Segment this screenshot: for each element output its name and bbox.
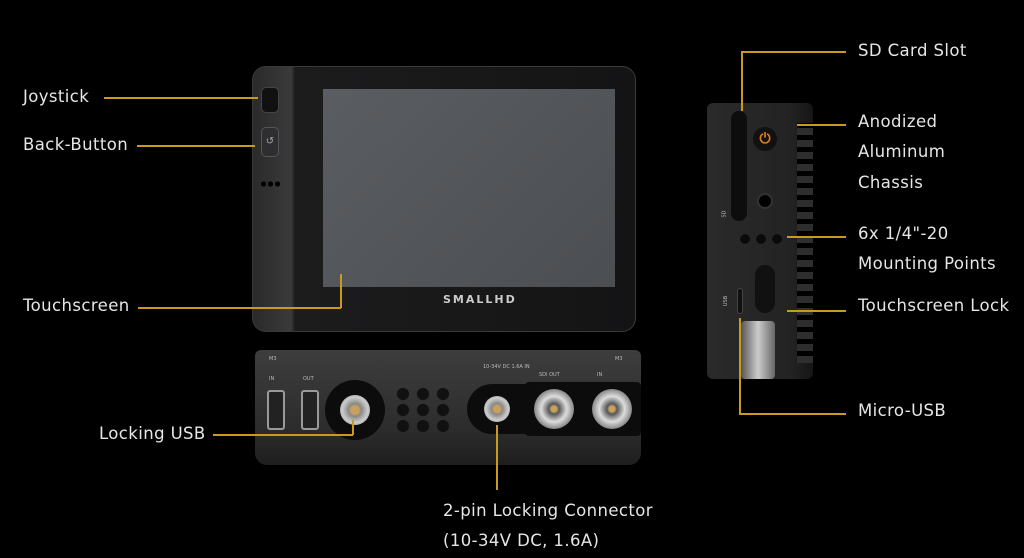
sdi-connector-side	[741, 321, 775, 379]
back-button[interactable]: ↺	[261, 127, 279, 157]
label-two-pin-spec: (10-34V DC, 1.6A)	[443, 531, 600, 550]
label-chassis-1: Anodized	[858, 112, 938, 131]
callout-line-joystick	[104, 97, 258, 99]
touchscreen-display[interactable]	[323, 89, 615, 287]
hdmi-out-label: OUT	[303, 376, 314, 382]
joystick[interactable]	[261, 87, 279, 113]
headphone-jack[interactable]	[757, 193, 773, 209]
micro-usb-port[interactable]	[737, 288, 743, 314]
label-micro-usb: Micro-USB	[858, 401, 947, 420]
m3-right-label: M3	[615, 356, 623, 362]
touchscreen-lock-switch[interactable]	[755, 265, 775, 313]
callout-line-sd-v	[741, 51, 743, 111]
label-mounting-2: Mounting Points	[858, 254, 997, 273]
callout-line-touchscreen-lock	[787, 310, 846, 312]
label-touchscreen: Touchscreen	[23, 296, 130, 315]
callout-line-micro-usb-v	[739, 318, 741, 415]
label-touchscreen-lock: Touchscreen Lock	[858, 296, 1010, 315]
power-button[interactable]: ⏻	[753, 127, 777, 151]
usb-label: USB	[723, 295, 730, 307]
sdi-connectors[interactable]	[525, 382, 641, 436]
callout-line-mounting	[787, 236, 846, 238]
monitor-side-view: SD ⏻ USB	[707, 103, 813, 379]
cooling-fins	[797, 123, 813, 363]
label-two-pin-connector: 2-pin Locking Connector	[443, 501, 653, 520]
label-mounting-1: 6x 1/4"-20	[858, 224, 949, 243]
label-back-button: Back-Button	[23, 135, 129, 154]
label-joystick: Joystick	[23, 87, 90, 106]
label-locking-usb: Locking USB	[99, 424, 206, 443]
label-chassis-3: Chassis	[858, 173, 924, 192]
callout-line-locking-usb-v	[352, 420, 354, 435]
callout-line-touchscreen	[138, 307, 341, 309]
locking-usb-port[interactable]	[325, 380, 385, 440]
speaker-holes	[260, 179, 280, 189]
label-chassis-2: Aluminum	[858, 142, 946, 161]
sdi-in-label: IN	[597, 372, 603, 378]
monitor-bottom-view: M3 M3 IN OUT 10-34V DC 1.6A IN SDI OUT I…	[255, 350, 641, 465]
power-label: 10-34V DC 1.6A IN	[483, 364, 530, 370]
hdmi-out-port[interactable]	[301, 390, 319, 430]
smallhd-logo: SMALLHD	[443, 293, 517, 306]
monitor-front-view: SMALLHD ↺	[252, 66, 636, 332]
callout-line-sd	[741, 51, 846, 53]
hdmi-in-port[interactable]	[267, 390, 285, 430]
callout-line-touchscreen-v	[340, 274, 342, 308]
control-buttons[interactable]	[393, 386, 451, 434]
m3-left-label: M3	[269, 356, 277, 362]
label-sd-card-slot: SD Card Slot	[858, 41, 967, 60]
mounting-points	[737, 231, 787, 247]
sdi-out-label: SDI OUT	[539, 372, 560, 378]
callout-line-micro-usb	[739, 413, 846, 415]
callout-line-chassis	[797, 124, 846, 126]
hdmi-in-label: IN	[269, 376, 275, 382]
callout-line-back-button	[137, 145, 255, 147]
sd-card-slot[interactable]	[731, 111, 747, 221]
callout-line-locking-usb	[213, 434, 353, 436]
sd-label: SD	[721, 210, 728, 218]
callout-line-two-pin	[496, 425, 498, 490]
